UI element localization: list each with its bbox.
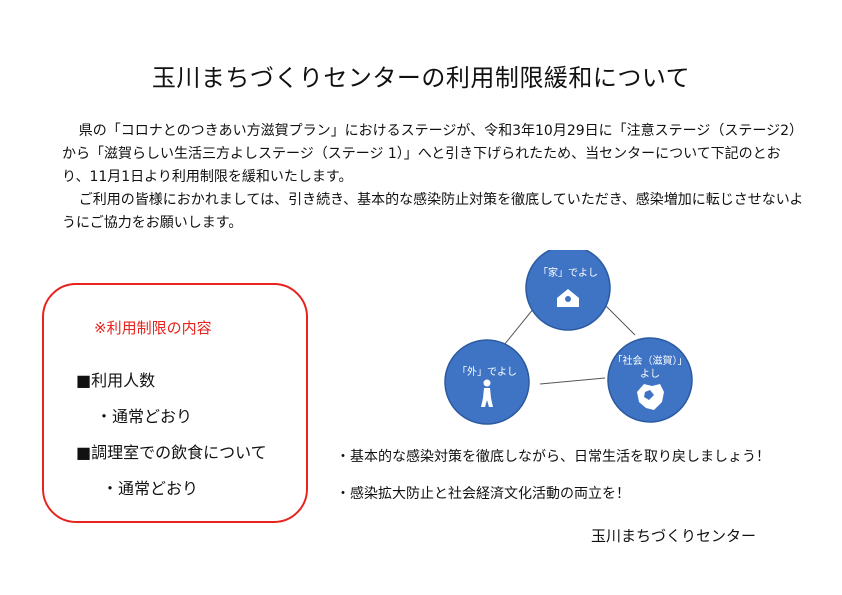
house-icon (557, 289, 579, 307)
restrictions-heading: ※利用制限の内容 (94, 319, 212, 337)
restriction-item-detail: ・通常どおり (96, 407, 193, 426)
three-good-diagram: 「家」でよし 「外」でよし 「社会（滋賀）」 よし (440, 250, 700, 425)
connector-line (539, 377, 606, 385)
bullet-item: ・基本的な感染対策を徹底しながら、日常生活を取り戻しましょう！ (336, 449, 770, 465)
outside-label: 「外」でよし (457, 367, 517, 378)
connector-line (604, 304, 636, 336)
notice-paragraph-1: 県の「コロナとのつきあい方滋賀プラン」におけるステージが、令和3年10月29日に… (62, 123, 803, 185)
society-label: 「社会（滋賀）」 (612, 356, 688, 367)
society-label-line2: よし (640, 369, 660, 380)
restriction-item-label: ■利用人数 (76, 371, 156, 390)
connector-line (499, 307, 535, 351)
society-circle (607, 337, 693, 423)
restriction-item-label: ■調理室での飲食について (76, 443, 267, 462)
restrictions-box: ※利用制限の内容 ■利用人数 ・通常どおり ■調理室での飲食について ・通常どお… (42, 283, 308, 523)
notice-paragraph-2: ご利用の皆様におかれましては、引き続き、基本的な感染防止対策を徹底していただき、… (62, 192, 804, 231)
person-walking-icon (481, 379, 493, 407)
page-title: 玉川まちづくりセンターの利用制限緩和について (151, 64, 691, 92)
signature: 玉川まちづくりセンター (591, 527, 757, 545)
diagram-lines (444, 250, 693, 425)
notice-body: 県の「コロナとのつきあい方滋賀プラン」におけるステージが、令和3年10月29日に… (62, 120, 806, 235)
restriction-item-detail: ・通常どおり (102, 479, 199, 498)
bullet-item: ・感染拡大防止と社会経済文化活動の両立を！ (336, 486, 630, 502)
shiga-map-icon (637, 384, 664, 410)
home-label: 「家」でよし (538, 268, 598, 279)
